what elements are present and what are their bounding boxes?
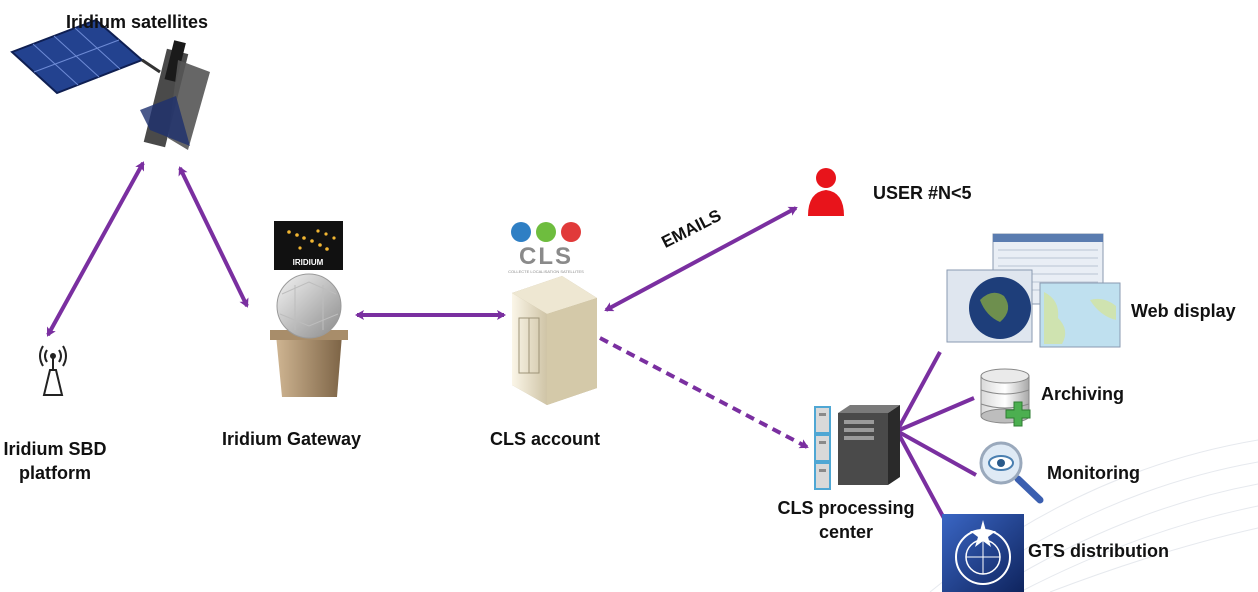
cls-logo: CLS COLLECTE LOCALISATION SATELLITES (508, 222, 584, 274)
line-processing-archiving (896, 396, 975, 433)
cls-account-label: CLS account (490, 429, 601, 449)
gts-label: GTS distribution (1028, 541, 1169, 561)
satellites-label: Iridium satellites (66, 12, 209, 32)
antenna-icon (39, 345, 67, 396)
user-label: USER #N<5 (873, 183, 972, 203)
arrow-platform-satellite (46, 161, 145, 337)
arrow-cls-processing (599, 336, 809, 449)
platform-label-line1: Iridium SBD (3, 439, 107, 459)
platform-label-line2: platform (19, 463, 91, 483)
line-processing-gts (895, 430, 948, 523)
iridium-logo-text: IRIDIUM (293, 258, 324, 267)
arrow-cls-user (604, 206, 798, 312)
gateway-label: Iridium Gateway (222, 429, 362, 449)
arrow-satellite-gateway (178, 166, 249, 308)
wmo-logo (942, 514, 1024, 592)
gateway-dome-icon (270, 273, 348, 397)
arrows (46, 161, 977, 523)
user-icon (808, 168, 844, 216)
line-processing-web (895, 351, 942, 432)
iridium-logo: IRIDIUM (274, 221, 343, 270)
processing-server-icon (814, 405, 900, 490)
cls-logo-subtext: COLLECTE LOCALISATION SATELLITES (508, 269, 584, 274)
monitoring-label: Monitoring (1047, 463, 1140, 483)
web-display-screens (946, 233, 1121, 348)
server-icon (512, 276, 597, 405)
database-add-icon (980, 368, 1031, 427)
processing-label-line1: CLS processing (777, 498, 915, 518)
cls-logo-text: CLS (519, 243, 573, 270)
web-display-label: Web display (1131, 301, 1236, 321)
monitoring-magnifier-icon (979, 441, 1044, 504)
processing-label-line2: center (818, 522, 874, 542)
line-processing-monitoring (896, 429, 977, 477)
archiving-label: Archiving (1041, 384, 1125, 404)
satellite-icon (10, 18, 210, 150)
